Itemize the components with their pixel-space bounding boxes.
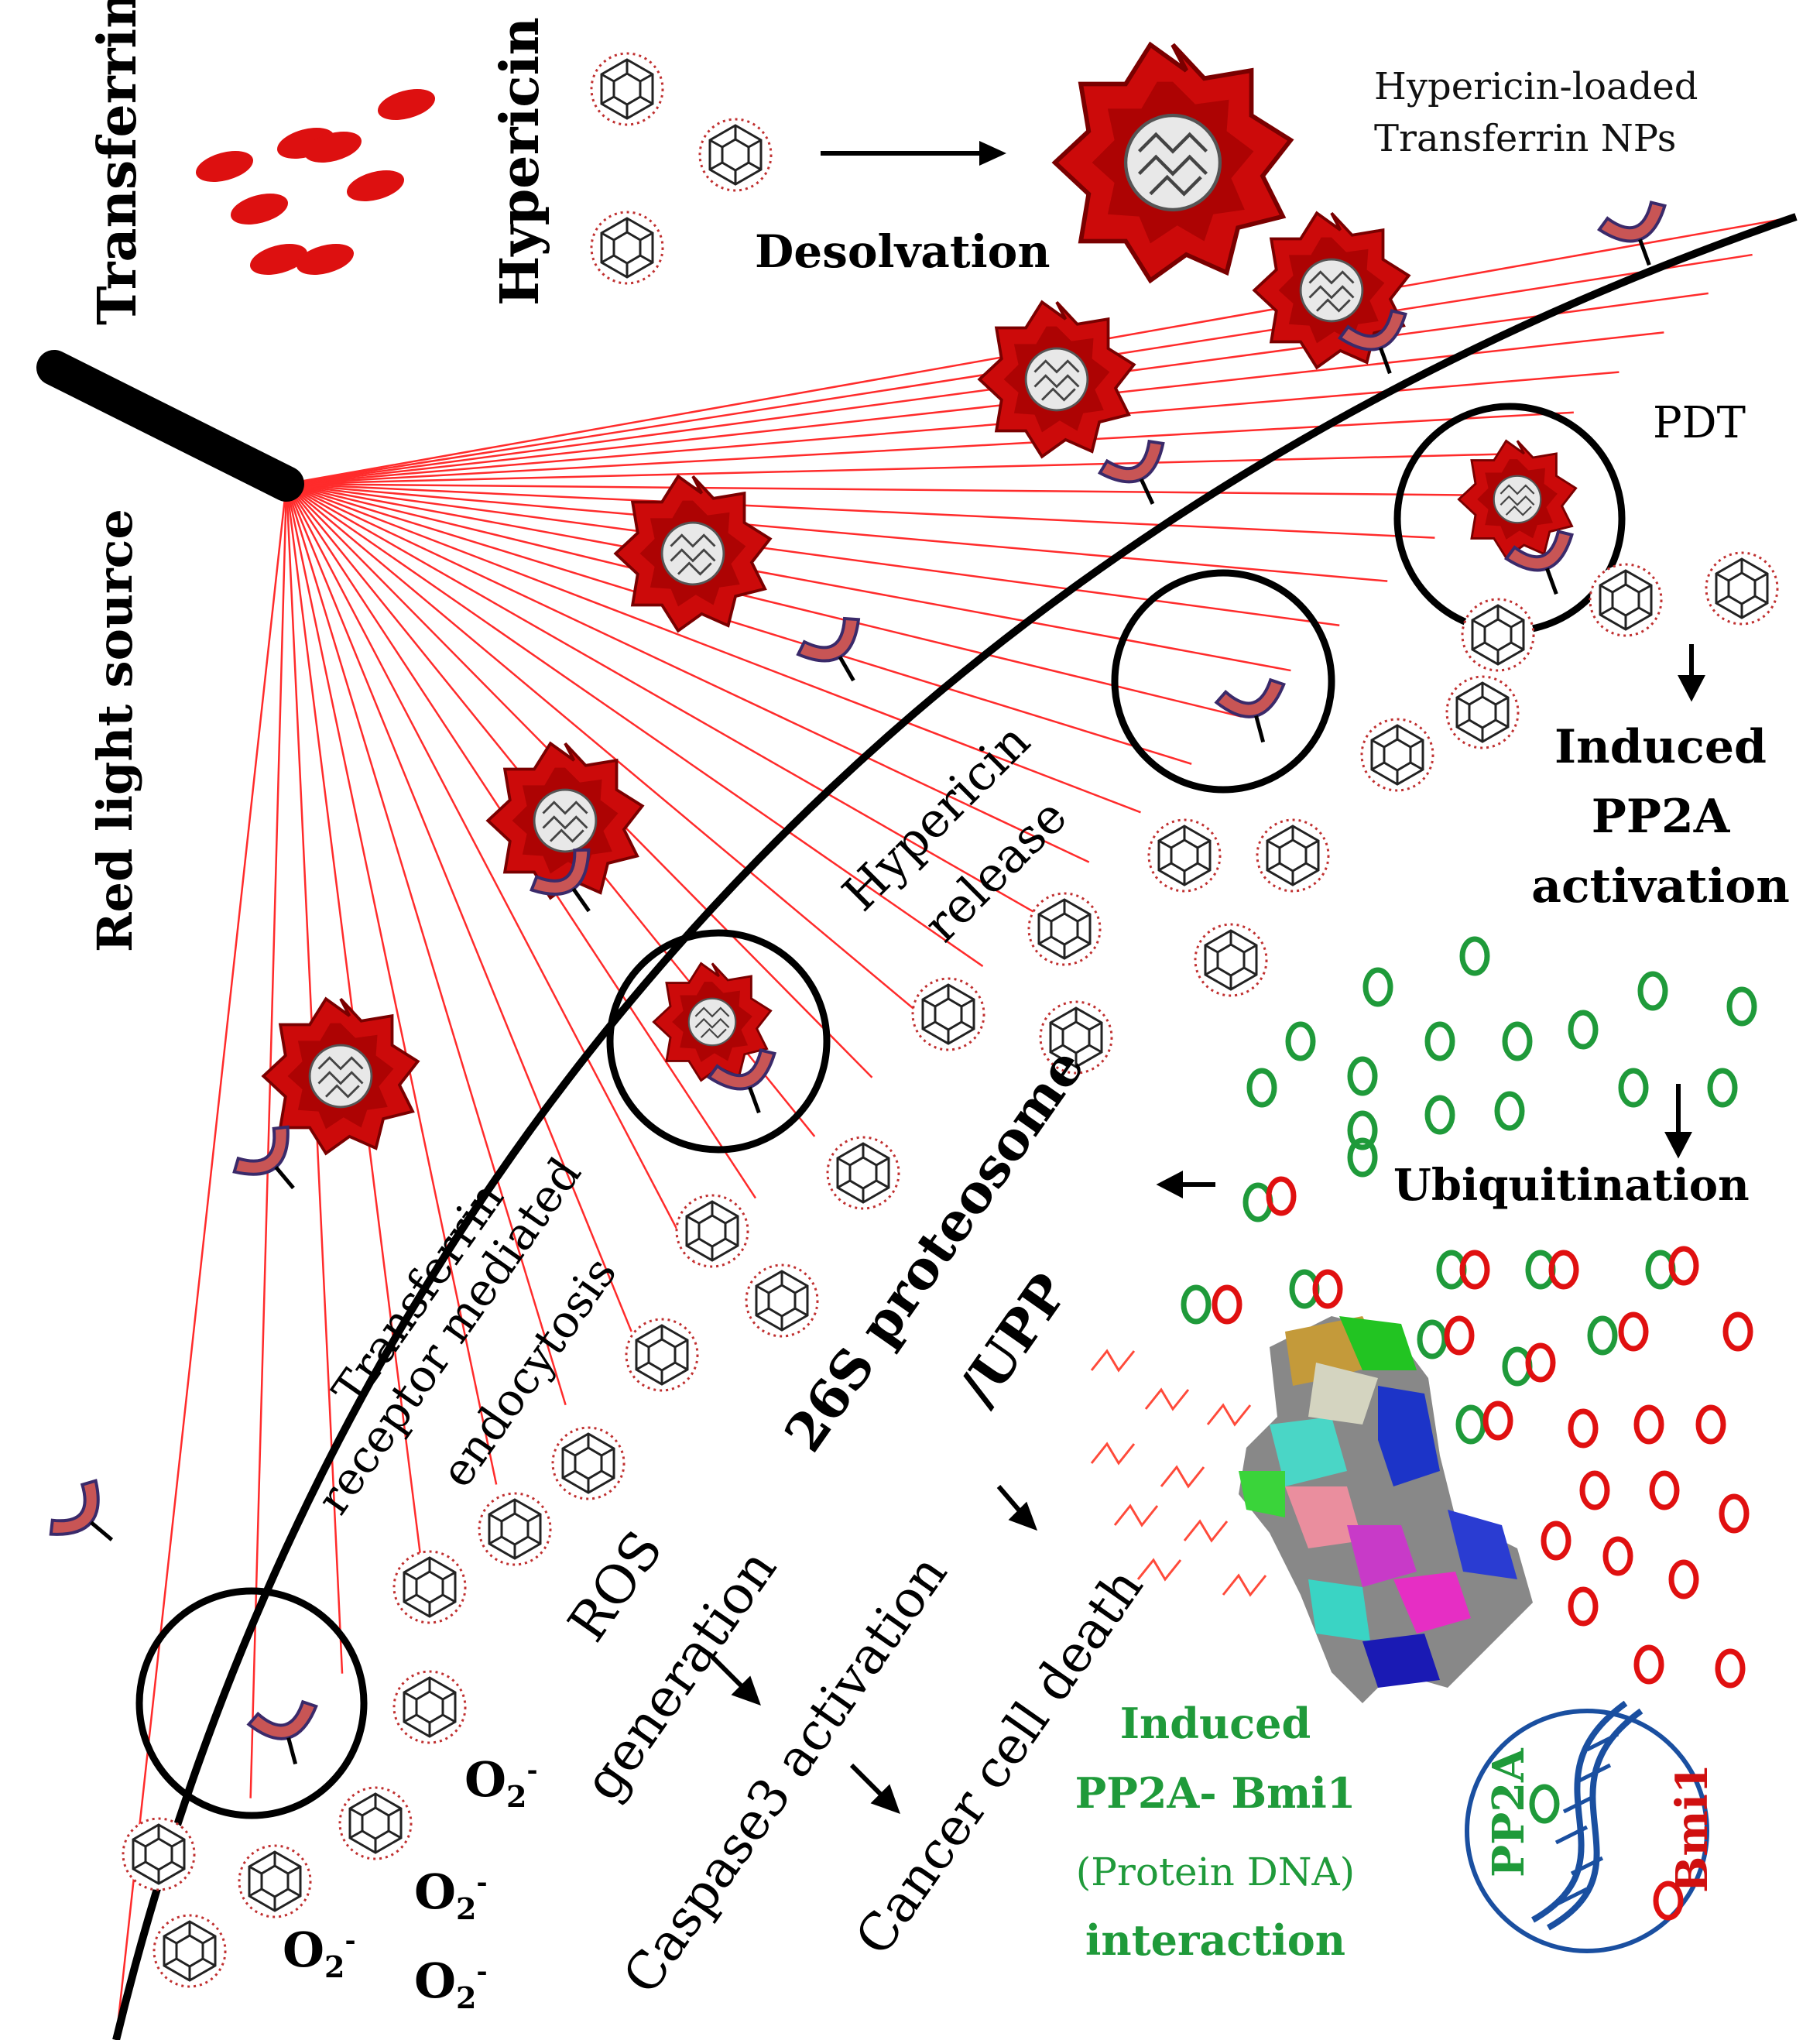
hypericin-molecule-icon [590,52,773,285]
light-ray [286,452,1528,485]
endosome-circle [135,1587,368,1819]
arrow-icon [710,644,1705,1814]
induced-pp2a-line2: PP2A [1592,790,1731,844]
nanoparticle-icon [1055,45,1291,281]
light-ray [286,482,1192,765]
transferrin-label: Transferrin [87,0,149,325]
svg-text:O2-: O2- [414,1863,488,1926]
bmi1-circle-label: Bmi1 [1667,1764,1718,1893]
proteosome-line1: 26S proteosome [773,1037,1096,1463]
endosome-circle [1111,569,1335,794]
nucleus-circle [1465,1700,1709,1953]
light-ray [286,482,1388,582]
light-ray [286,411,1574,485]
light-ray [286,331,1664,485]
svg-text:O2-: O2- [283,1922,356,1984]
light-ray [286,482,1037,914]
transferrin-receptor-icon [1097,437,1184,519]
red-light-source-label: Red light source [87,509,143,952]
transferrin-icon [192,83,439,281]
nanoparticle-icon [486,742,644,900]
pp2a-circle-label: PP2A [1483,1747,1534,1877]
interaction-line2: PP2A- Bmi1 [1075,1768,1356,1818]
endosome-circle [606,929,831,1154]
desolvation-label: Desolvation [755,225,1051,278]
light-ray [286,482,984,968]
light-ray [115,483,288,2040]
transferrin-receptor-icon [229,1121,320,1210]
light-ray [285,483,632,1332]
nps-label-line2: Transferrin NPs [1374,117,1676,160]
endosome-circle [1393,403,1626,635]
light-ray [285,483,567,1406]
interaction-line4: interaction [1085,1915,1345,1965]
light-ray [285,483,696,1263]
light-ray [286,482,1242,718]
light-ray [286,482,1141,814]
light-ray [286,482,1090,863]
hypericin-label: Hypericin [489,17,551,306]
nanoparticle-icon [978,300,1136,458]
ubiquitinated-protein-icon [1184,1179,1696,1442]
light-rays [115,215,1797,2040]
desolvation-arrow [821,141,1006,166]
nps-label-line1: Hypericin-loaded [1374,65,1698,108]
induced-pp2a-line3: activation [1531,859,1790,914]
cell-membrane [112,213,1798,2040]
light-ray [286,482,1435,539]
svg-text:O2-: O2- [464,1751,538,1814]
light-source-icon [36,350,304,502]
ros-line1: ROS [557,1521,675,1653]
proteosome-line2: /UPP [947,1263,1080,1417]
induced-pp2a-line1: Induced [1554,720,1767,774]
pdt-label: PDT [1653,398,1746,448]
interaction-line3: (Protein DNA) [1076,1850,1355,1894]
light-ray [286,482,1340,626]
ubiquitination-label: Ubiquitination [1393,1160,1750,1211]
interaction-line1: Induced [1120,1699,1311,1748]
light-ray [285,483,498,1485]
light-ray [286,482,1482,496]
degraded-peptide-icon [1090,1349,1267,1597]
light-ray [249,483,288,1798]
svg-text:O2-: O2- [414,1953,488,2015]
light-ray [286,482,1291,672]
light-ray [286,483,929,1022]
proteasome-icon [1239,1316,1533,1703]
transferrin-receptor-icon [45,1476,134,1566]
